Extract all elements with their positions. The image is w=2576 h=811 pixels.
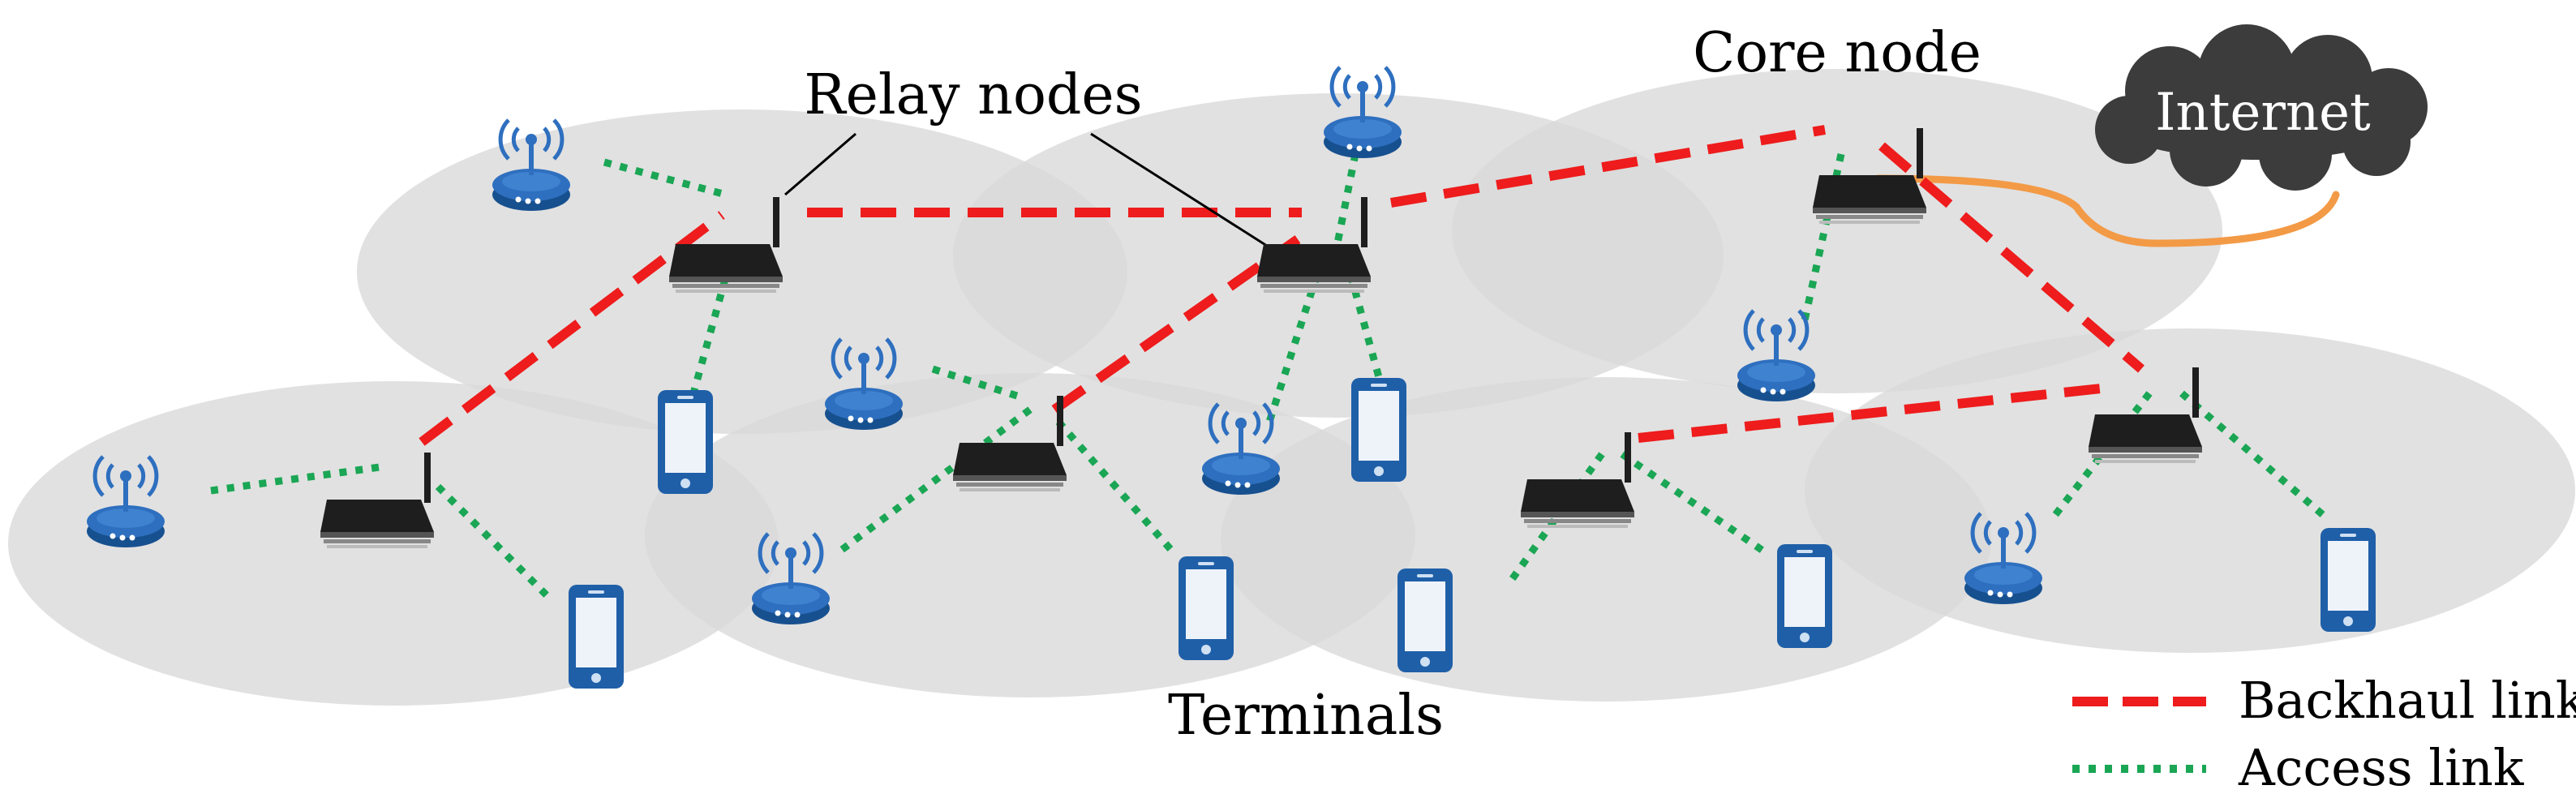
terminals-label: Terminals bbox=[1168, 684, 1444, 748]
internet-label: Internet bbox=[2155, 83, 2371, 143]
coverage-area bbox=[1452, 69, 2222, 393]
legend-access-label: Access link bbox=[2238, 738, 2524, 797]
backhaul-link bbox=[1051, 235, 1301, 414]
relay-pointer bbox=[784, 132, 857, 196]
backhaul-link bbox=[419, 211, 725, 446]
access-link bbox=[1055, 419, 1179, 558]
internet-link bbox=[1874, 174, 2340, 247]
relay-pointer bbox=[1090, 132, 1270, 249]
access-link bbox=[1265, 258, 1326, 423]
access-link bbox=[435, 483, 555, 603]
legend: Backhaul link Access link bbox=[2072, 671, 2576, 797]
legend-backhaul-label: Backhaul link bbox=[2239, 671, 2576, 730]
access-link bbox=[1801, 153, 1845, 321]
smartphone-icon bbox=[1777, 544, 1832, 648]
core-node-label: Core node bbox=[1693, 21, 1981, 85]
smartphone-icon bbox=[1351, 378, 1406, 482]
backhaul-link bbox=[1390, 125, 1826, 208]
label-pointers bbox=[784, 132, 1270, 249]
backhaul-links bbox=[419, 125, 2145, 446]
smartphone-icon bbox=[1179, 556, 1234, 660]
access-link bbox=[837, 406, 1033, 555]
access-link bbox=[603, 158, 728, 199]
access-link bbox=[2049, 391, 2153, 521]
smartphone-icon bbox=[569, 585, 624, 689]
access-link bbox=[1330, 137, 1363, 260]
smartphone-icon bbox=[1397, 569, 1453, 672]
relay-nodes-label: Relay nodes bbox=[804, 63, 1142, 127]
access-link bbox=[1505, 452, 1605, 586]
smartphone-icon bbox=[658, 390, 713, 494]
cloud-icon bbox=[2095, 24, 2428, 191]
backhaul-link bbox=[1878, 142, 2145, 373]
smartphone-icon bbox=[2321, 528, 2376, 632]
backhaul-link bbox=[1638, 383, 2110, 443]
internet-cloud: Internet bbox=[2095, 24, 2428, 191]
access-link bbox=[210, 462, 386, 495]
access-link bbox=[1620, 451, 1767, 555]
